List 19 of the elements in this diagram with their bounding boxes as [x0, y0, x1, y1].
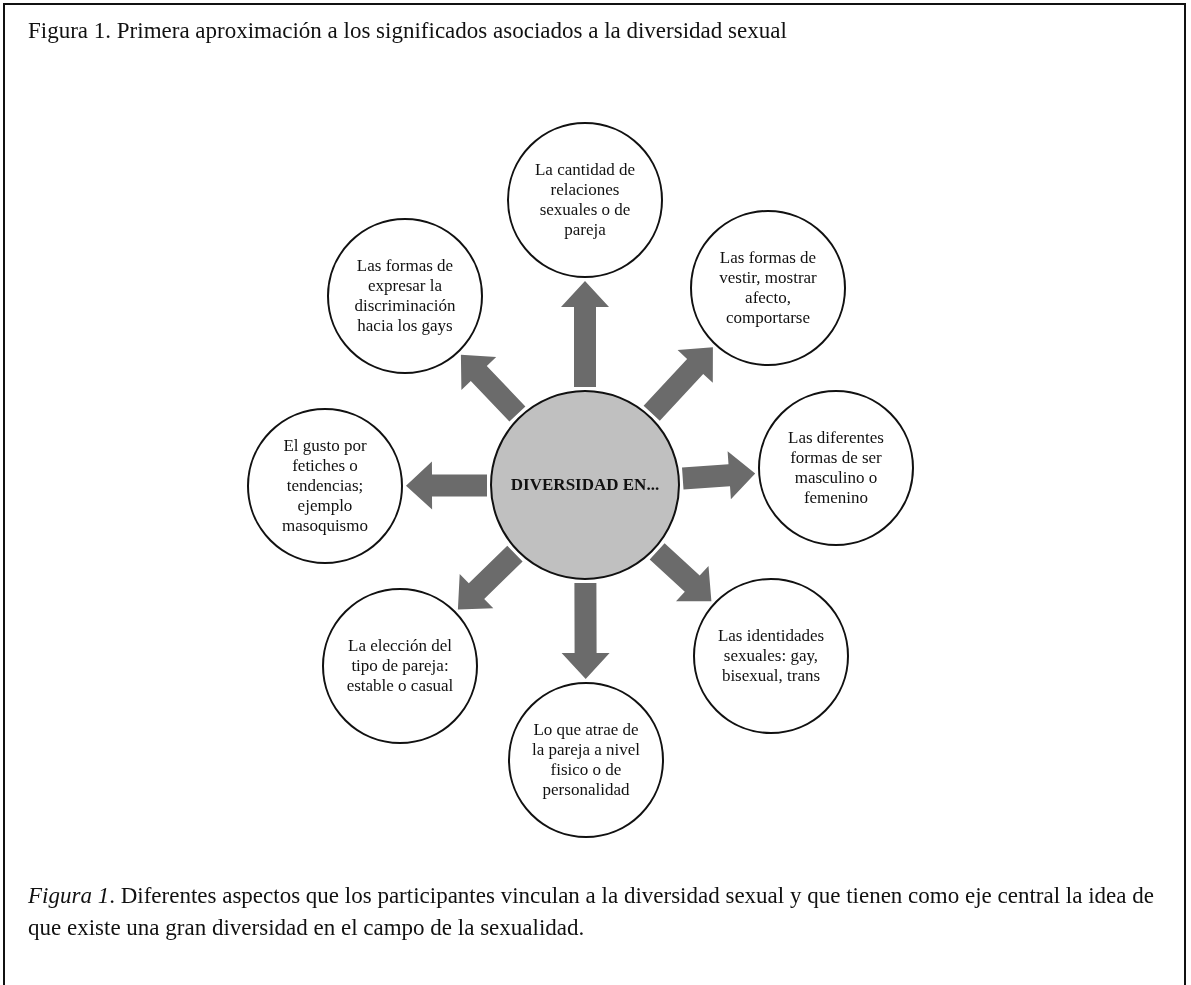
block-arrow — [561, 281, 609, 387]
figure-caption: Figura 1. Diferentes aspectos que los participantes vinculan a la diversidad sexual y que tienen como eje central la idea de que existe una gran diversidad en el campo de la sexualidad. — [28, 882, 1155, 942]
circle-text: Las identidades sexuales: gay, bisexual, trans — [716, 626, 826, 686]
block-arrow — [460, 354, 526, 422]
block-arrow — [406, 461, 487, 510]
block-arrow — [682, 451, 756, 500]
circle-text: El gusto por fetiches o tendencias; ejemplo masoquismo — [281, 436, 369, 536]
circle-text: Las formas de expresar la discriminación hacia los gays — [353, 256, 457, 336]
block-arrow — [457, 545, 523, 610]
block-arrow — [561, 583, 610, 679]
block-arrow — [643, 347, 713, 421]
figure-title: Figura 1. Primera aproximación a los significados asociados a la diversidad sexual — [28, 18, 787, 44]
circle-text: Las diferentes formas de ser masculino o femenino — [787, 428, 885, 508]
circle-text: La cantidad de relaciones sexuales o de pareja — [533, 160, 637, 240]
circle-text: DIVERSIDAD EN... — [509, 475, 661, 495]
circle-text: Lo que atrae de la pareja a nivel fisico o de personalidad — [530, 720, 642, 800]
circle-text: Las formas de vestir, mostrar afecto, comportarse — [718, 248, 818, 328]
circle-text: La elección del tipo de pareja: estable o casual — [345, 636, 455, 696]
block-arrow — [649, 543, 712, 602]
